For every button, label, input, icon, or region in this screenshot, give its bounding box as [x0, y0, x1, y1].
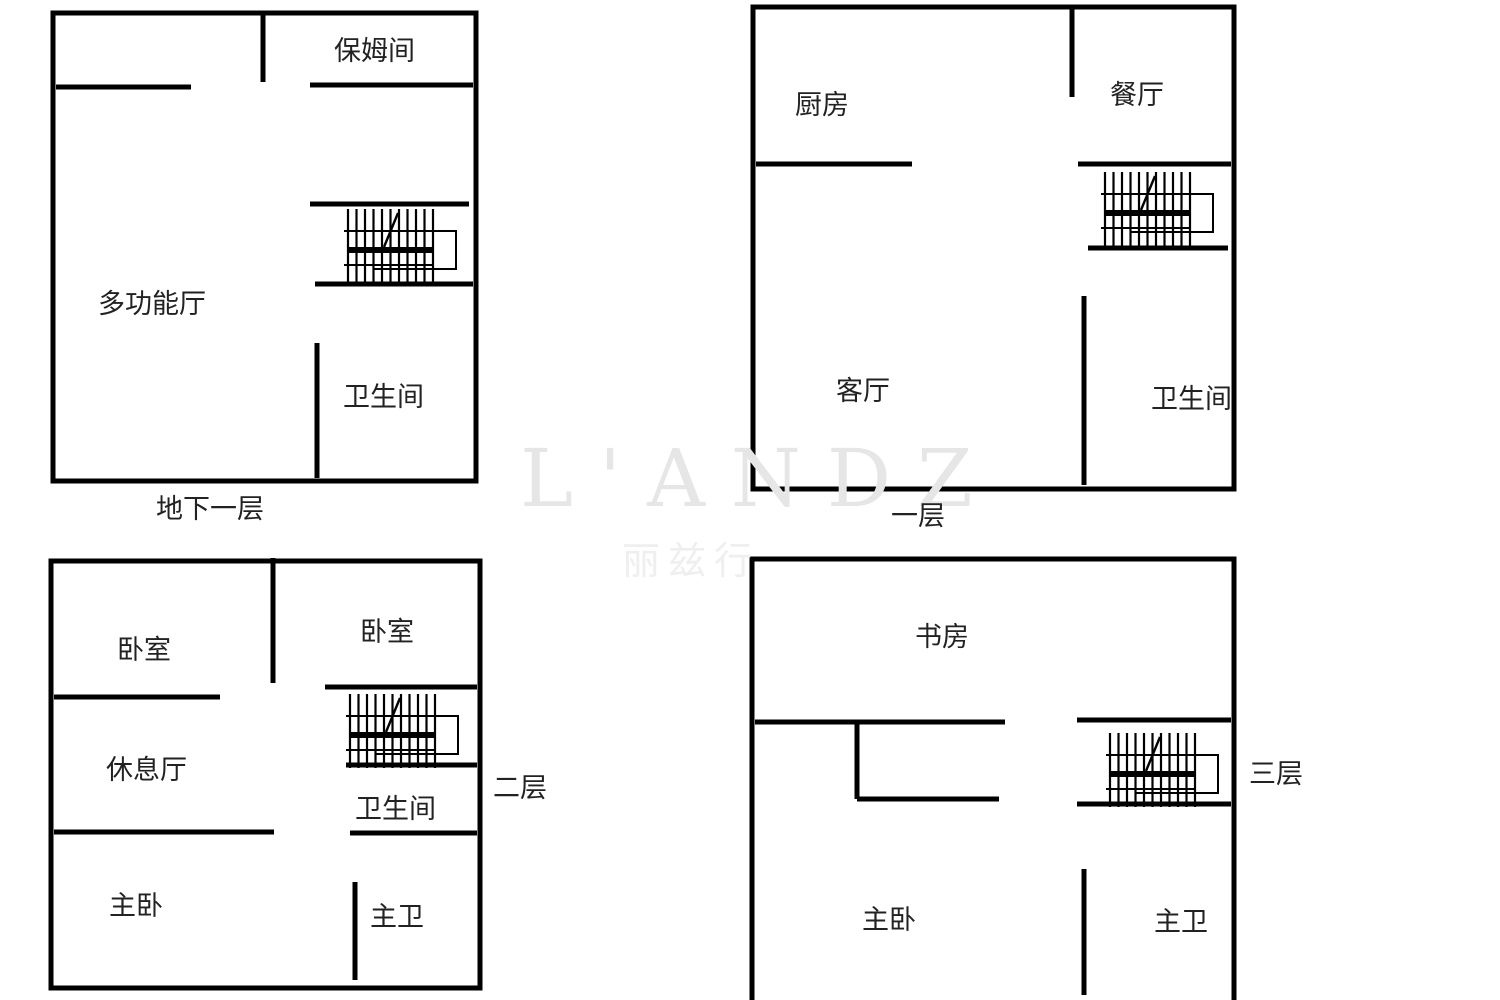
room-label-lounge: 休息厅	[106, 755, 187, 786]
stair-direction-arrow	[1144, 736, 1162, 772]
room-label-nanny-room: 保姆间	[334, 36, 415, 67]
room-label-living-room: 客厅	[836, 376, 890, 407]
stair-handrail	[376, 715, 459, 755]
floor-label-ground: 一层	[891, 501, 945, 532]
staircase	[1106, 733, 1219, 807]
stair-handrail	[1131, 193, 1214, 233]
room-label-study: 书房	[915, 622, 969, 653]
ground-floor-plan	[750, 4, 1237, 492]
room-label-bathroom: 卫生间	[355, 794, 436, 825]
stair-direction-arrow	[1139, 175, 1157, 211]
stair-handrail	[374, 230, 457, 270]
floor-label-basement: 地下一层	[156, 494, 264, 525]
ground-floor-outline	[750, 4, 1237, 492]
room-label-bathroom: 卫生间	[343, 382, 424, 413]
room-label-kitchen: 厨房	[795, 90, 849, 121]
room-label-bedroom: 卧室	[117, 635, 171, 666]
stair-direction-arrow	[384, 697, 402, 733]
room-label-bathroom: 卫生间	[1151, 384, 1232, 415]
floor-label-second: 二层	[493, 773, 547, 804]
staircase	[346, 694, 459, 768]
room-label-master-bedroom: 主卧	[862, 905, 916, 936]
room-label-multipurpose-hall: 多功能厅	[98, 289, 206, 320]
stair-handrail	[1136, 754, 1219, 794]
room-label-master-bedroom: 主卧	[109, 891, 163, 922]
third-floor-plan	[749, 556, 1237, 1000]
room-label-master-bath: 主卫	[1154, 907, 1208, 938]
staircase	[344, 209, 457, 283]
second-floor-plan	[48, 558, 483, 991]
room-label-dining-room: 餐厅	[1110, 80, 1164, 111]
room-label-bedroom: 卧室	[360, 617, 414, 648]
staircase	[1101, 172, 1214, 246]
basement-plan	[50, 10, 479, 484]
third-floor-outline	[749, 556, 1237, 1000]
room-label-master-bath: 主卫	[370, 902, 424, 933]
second-floor-outline	[48, 558, 483, 991]
floor-label-third: 三层	[1249, 759, 1303, 790]
stair-direction-arrow	[382, 212, 400, 248]
